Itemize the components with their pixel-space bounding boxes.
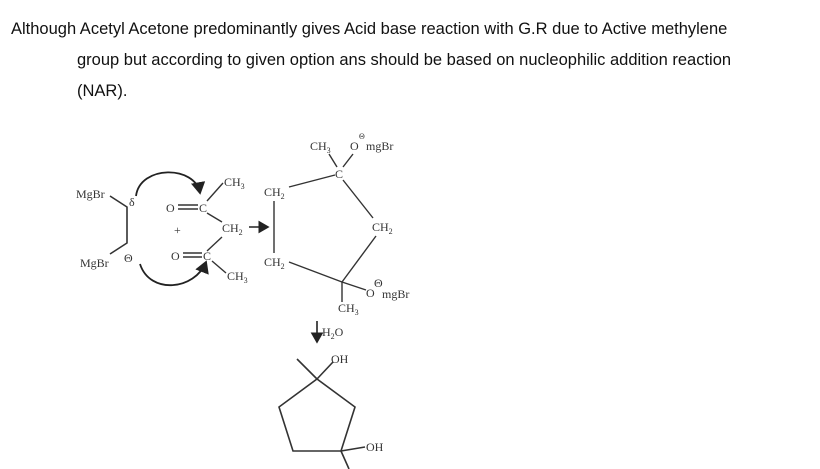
int-ch2-right-label: CH2 bbox=[372, 220, 393, 236]
ch3-top-label: CH3 bbox=[224, 175, 245, 191]
int-ch3-top-label: CH3 bbox=[310, 139, 331, 155]
product-oh-bottom-label: OH bbox=[366, 440, 384, 454]
delta-symbol: δ bbox=[129, 195, 135, 209]
grignard-reagent: MgBr MgBr δ Θ + bbox=[76, 187, 181, 270]
c-top-label: C bbox=[199, 201, 207, 215]
h2o-reagent-label: H2O bbox=[322, 325, 344, 341]
product-structure: OH OH bbox=[278, 352, 384, 469]
o-bottom-label: O bbox=[171, 249, 180, 263]
mgbr-bottom-label: MgBr bbox=[80, 256, 109, 270]
c-bottom-label: C bbox=[203, 249, 211, 263]
explanation-line-2: group but according to given option ans … bbox=[77, 51, 732, 69]
int-ch2-left-top-label: CH2 bbox=[264, 185, 285, 201]
int-c-top-label: C bbox=[335, 167, 343, 181]
intermediate-structure: CH3 O Θ mgBr C CH2 CH2 CH2 O Θ mgBr CH3 bbox=[264, 132, 409, 317]
int-ch2-left-bottom-label: CH2 bbox=[264, 255, 285, 271]
explanation-line-3: (NAR). bbox=[77, 82, 128, 100]
int-minus-bottom: Θ bbox=[374, 276, 383, 290]
explanation-text: Although Acetyl Acetone predominantly gi… bbox=[11, 14, 811, 107]
int-o-bottom-label: O bbox=[366, 286, 375, 300]
curved-arrow-top-icon bbox=[135, 171, 206, 197]
ch3-bottom-label: CH3 bbox=[227, 269, 248, 285]
acetylacetone-structure: O C CH3 CH2 O C CH3 bbox=[166, 175, 248, 285]
curved-arrow-bottom-icon bbox=[139, 260, 209, 287]
int-minus-top: Θ bbox=[359, 132, 365, 141]
minus-charge-symbol: Θ bbox=[124, 251, 133, 265]
ch2-mid-label: CH2 bbox=[222, 221, 243, 237]
int-o-top-label: O bbox=[350, 139, 359, 153]
reagent-bonds bbox=[109, 195, 128, 255]
cyclopentane-ring bbox=[278, 378, 356, 452]
int-mgbr-top-label: mgBr bbox=[366, 139, 393, 153]
o-top-label: O bbox=[166, 201, 175, 215]
mgbr-top-label: MgBr bbox=[76, 187, 105, 201]
explanation-line-1: Although Acetyl Acetone predominantly gi… bbox=[11, 20, 728, 38]
plus-sign: + bbox=[174, 223, 181, 237]
product-oh-top-label: OH bbox=[331, 352, 349, 366]
int-mgbr-bottom-label: mgBr bbox=[382, 287, 409, 301]
int-ch3-bottom-label: CH3 bbox=[338, 301, 359, 317]
